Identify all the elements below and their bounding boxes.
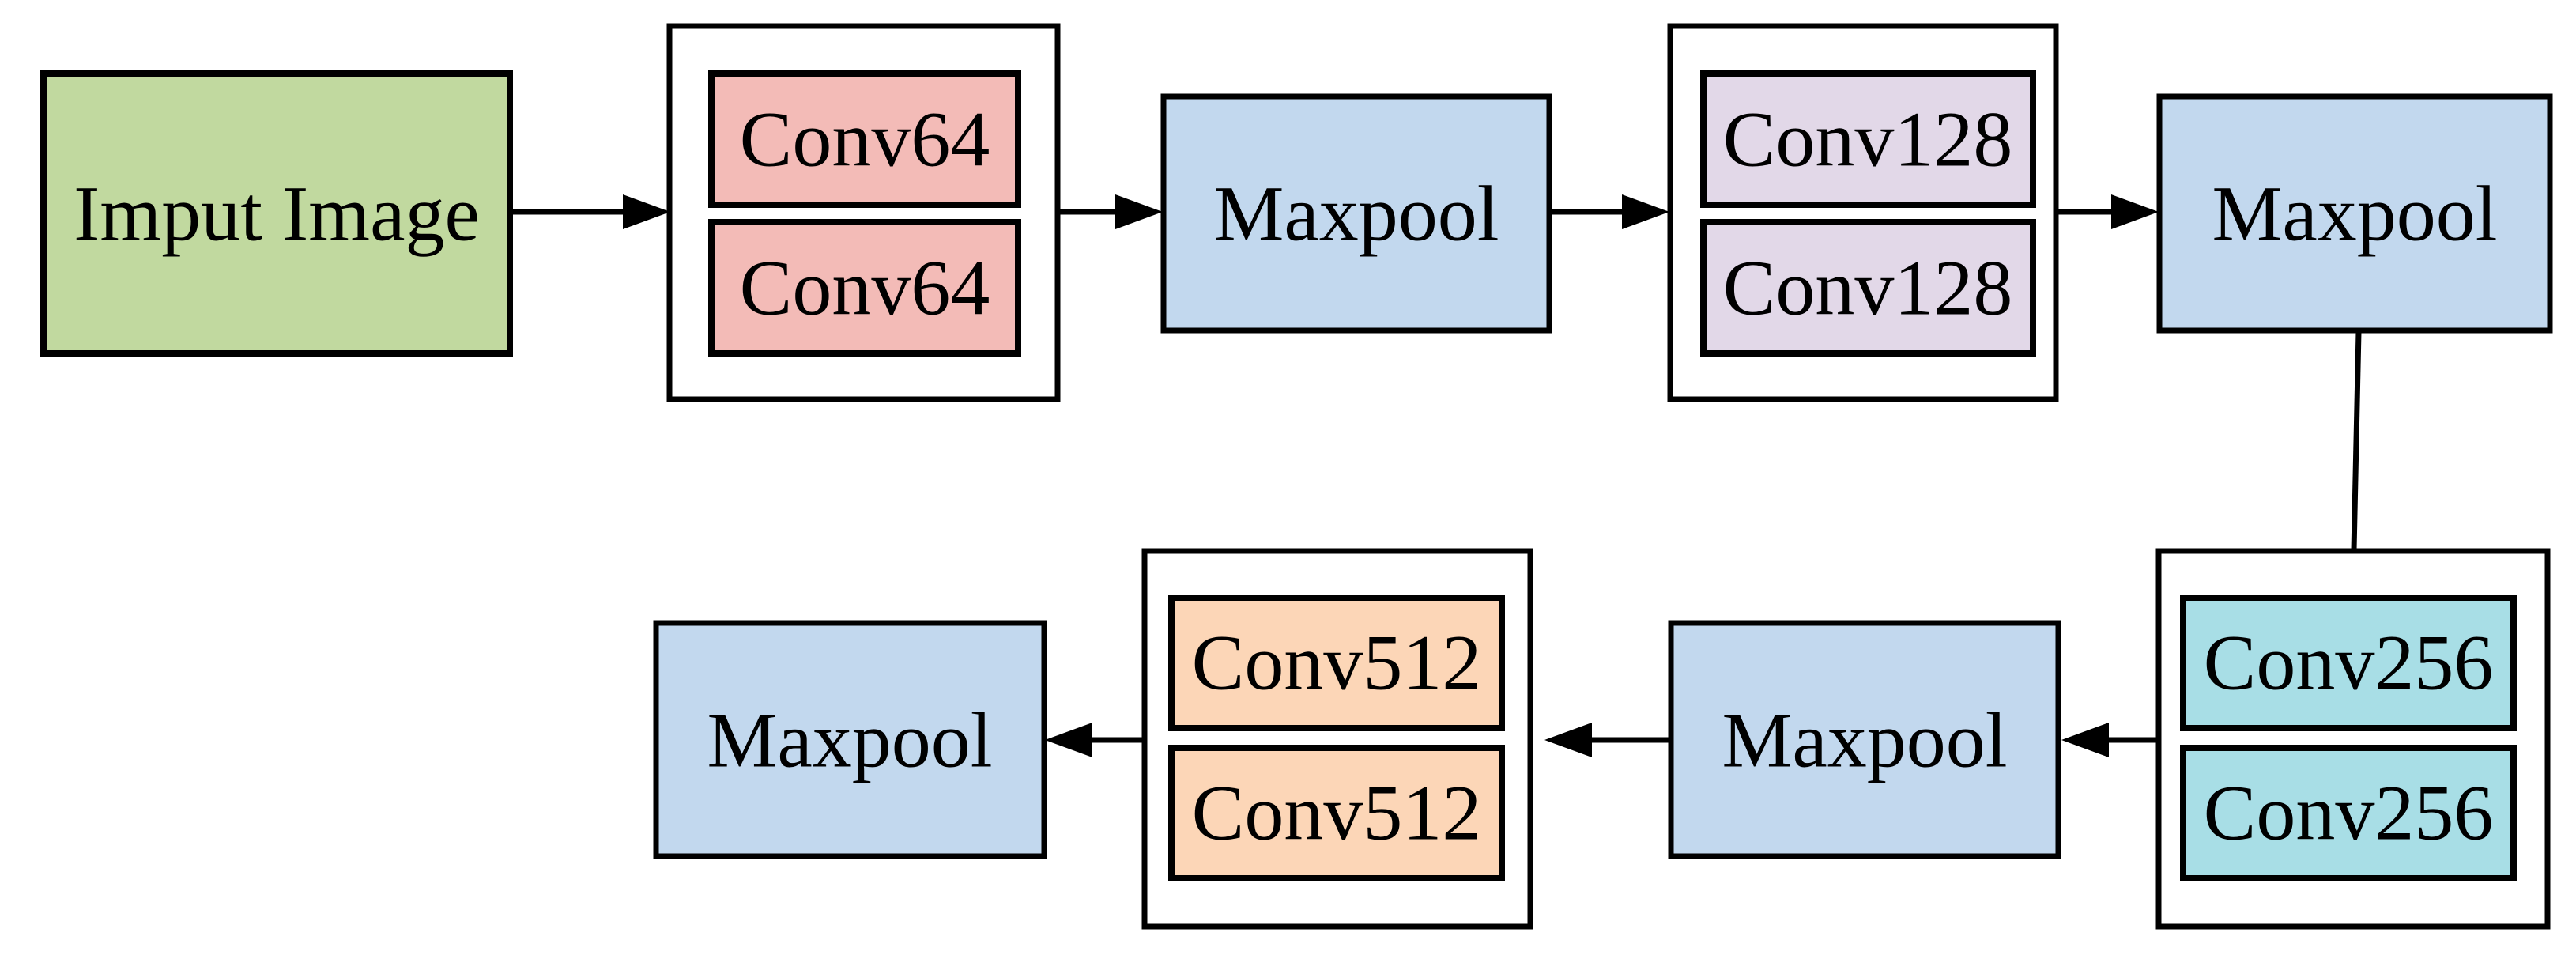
conv512-block: Conv512 Conv512 [1141,548,1533,930]
input-image-label: Imput Image [74,170,480,258]
conv128-bottom-box [1700,219,2036,357]
input-image-box [40,70,513,357]
conv512-bottom-label: Conv512 [1192,769,1482,857]
conv128-top-box [1700,70,2036,208]
conv128-block: Conv128 Conv128 [1667,23,2059,402]
input-image-node: Imput Image [40,70,513,357]
arrowhead-input-to-block1 [623,194,670,229]
maxpool-1-label: Maxpool [1213,170,1499,258]
maxpool-2-label: Maxpool [2212,170,2497,258]
conv128-top-label: Conv128 [1723,96,2013,183]
maxpool-4-label: Maxpool [707,696,992,784]
arrowhead-block3-to-pool3 [2061,723,2109,757]
conv256-bottom-box [2180,745,2517,881]
arrowhead-block4-to-pool4 [1045,723,1092,757]
maxpool-2-node: Maxpool [2156,93,2553,334]
maxpool-1-box [1160,93,1552,334]
arrowhead-pool1-to-block2 [1622,194,1669,229]
conv128-bottom-label: Conv128 [1723,244,2013,332]
connectors [512,194,2362,757]
line-pool2-to-block3 [2351,331,2362,551]
conv64-block: Conv64 Conv64 [666,23,1061,402]
conv256-bottom-label: Conv256 [2204,769,2494,857]
maxpool-3-label: Maxpool [1722,696,2007,784]
maxpool-2-box [2156,93,2553,334]
conv256-block: Conv256 Conv256 [2155,548,2551,930]
conv64-top-box [708,70,1021,208]
conv64-top-label: Conv64 [740,96,990,183]
arrowhead-block2-to-pool2 [2111,194,2159,229]
maxpool-1-node: Maxpool [1160,93,1552,334]
conv512-top-label: Conv512 [1192,619,1482,707]
conv64-bottom-box [708,219,1021,357]
arrowhead-pool3-to-block4 [1544,723,1592,757]
arrowhead-block1-to-pool1 [1115,194,1163,229]
conv512-top-box [1168,595,1505,731]
conv256-top-box [2180,595,2517,731]
maxpool-4-box [653,620,1047,859]
conv64-bottom-label: Conv64 [740,244,990,332]
maxpool-3-box [1668,620,2061,859]
conv256-top-label: Conv256 [2204,619,2494,707]
maxpool-3-node: Maxpool [1668,620,2061,859]
maxpool-4-node: Maxpool [653,620,1047,859]
conv512-bottom-box [1168,745,1505,881]
